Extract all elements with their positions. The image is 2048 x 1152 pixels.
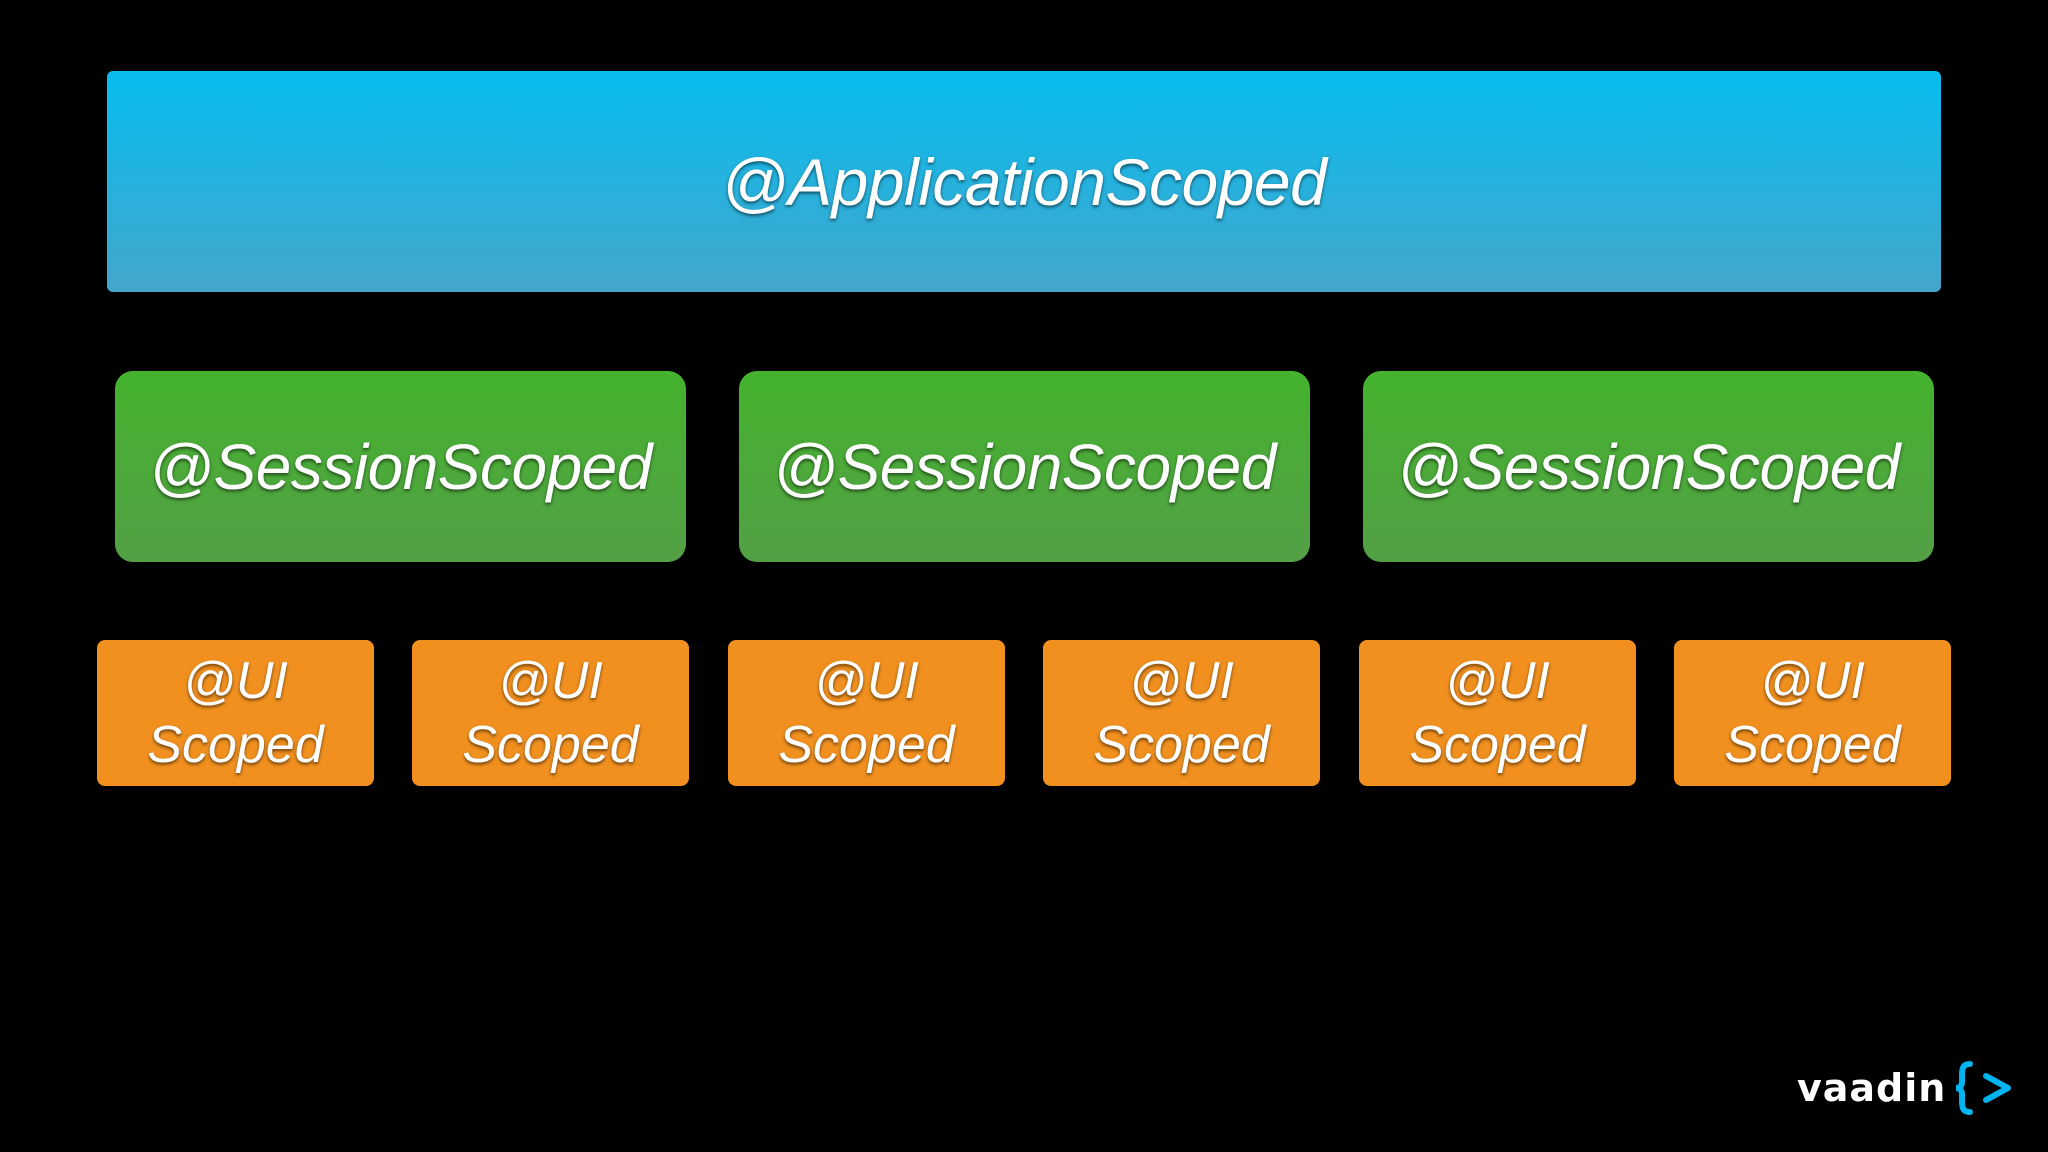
- session-scoped-box-1: @SessionScoped: [115, 371, 686, 562]
- session-scoped-label: @SessionScoped: [149, 430, 652, 503]
- ui-scoped-box-4: @UI Scoped: [1043, 640, 1320, 786]
- session-scoped-box-3: @SessionScoped: [1363, 371, 1934, 562]
- ui-scoped-label-line2: Scoped: [1409, 716, 1586, 774]
- ui-scoped-box-2: @UI Scoped: [412, 640, 689, 786]
- ui-scoped-box-6: @UI Scoped: [1674, 640, 1951, 786]
- session-scoped-label: @SessionScoped: [1397, 430, 1900, 503]
- ui-scoped-box-1: @UI Scoped: [97, 640, 374, 786]
- ui-scoped-label-line1: @UI: [1445, 652, 1550, 710]
- ui-scoped-label-line1: @UI: [183, 652, 288, 710]
- vaadin-brace-arrow-icon: [1956, 1061, 2012, 1115]
- ui-scoped-label-line1: @UI: [1760, 652, 1865, 710]
- ui-scoped-box-5: @UI Scoped: [1359, 640, 1636, 786]
- ui-scoped-label-line2: Scoped: [462, 716, 639, 774]
- application-scoped-label: @ApplicationScoped: [721, 144, 1327, 219]
- application-scoped-box: @ApplicationScoped: [107, 71, 1941, 292]
- ui-scoped-label-line2: Scoped: [147, 716, 324, 774]
- ui-scoped-label-line2: Scoped: [778, 716, 955, 774]
- ui-scoped-label-line2: Scoped: [1093, 716, 1270, 774]
- vaadin-logo-text: vaadin: [1797, 1066, 1947, 1110]
- ui-scoped-label-line2: Scoped: [1724, 716, 1901, 774]
- vaadin-logo: vaadin: [1797, 1060, 2018, 1116]
- session-scoped-label: @SessionScoped: [773, 430, 1276, 503]
- ui-scoped-label-line1: @UI: [1129, 652, 1234, 710]
- ui-scoped-label-line1: @UI: [814, 652, 919, 710]
- ui-scoped-label-line1: @UI: [498, 652, 603, 710]
- ui-scoped-box-3: @UI Scoped: [728, 640, 1005, 786]
- session-scoped-box-2: @SessionScoped: [739, 371, 1310, 562]
